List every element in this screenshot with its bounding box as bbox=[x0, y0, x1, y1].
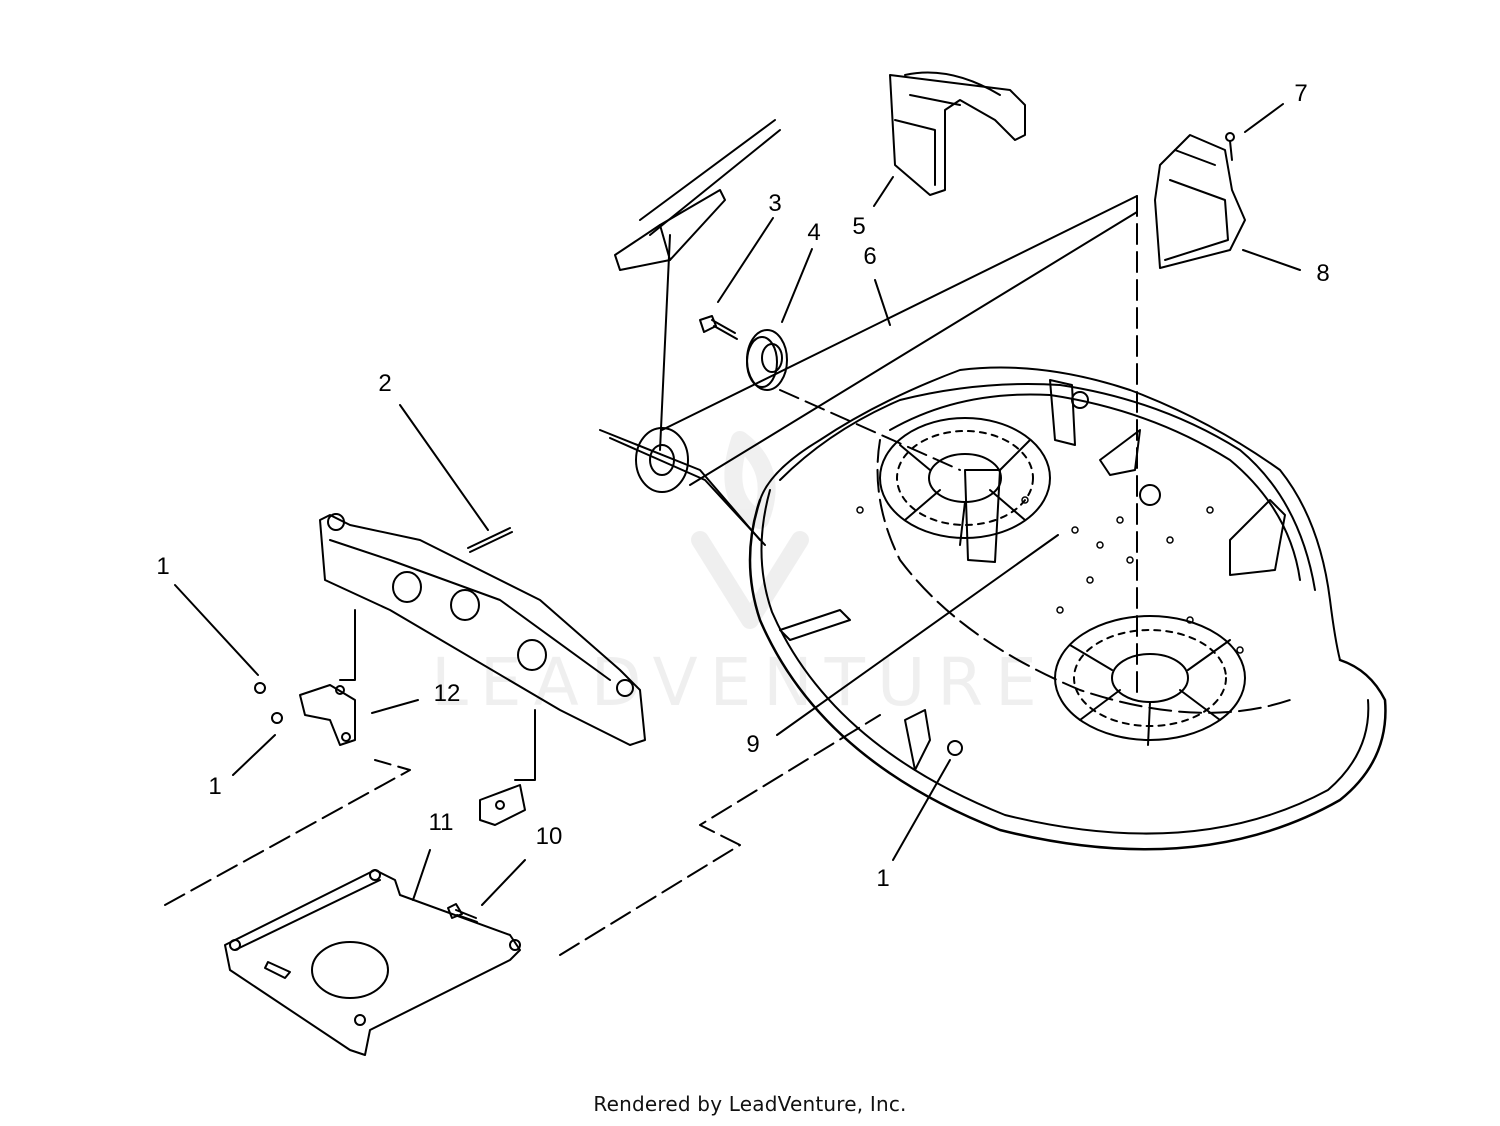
bolt-part-3 bbox=[699, 315, 738, 340]
pivot-bar-part-2 bbox=[319, 513, 646, 781]
callout-1: 1 bbox=[876, 865, 889, 892]
callout-12: 12 bbox=[434, 680, 461, 707]
assembly-lines bbox=[164, 714, 881, 956]
callout-labels: 1 1 1 2 3 4 5 6 7 8 9 10 11 12 bbox=[156, 80, 1329, 892]
base-plate-part-11 bbox=[224, 869, 521, 1056]
watermark-logo bbox=[691, 431, 809, 629]
callout-5: 5 bbox=[852, 213, 865, 240]
leader-lines bbox=[174, 103, 1301, 906]
callout-1: 1 bbox=[208, 773, 221, 800]
callout-4: 4 bbox=[807, 219, 820, 246]
screw-part-7 bbox=[1225, 132, 1235, 161]
watermark-text: LEADVENTURE bbox=[431, 644, 1049, 721]
chute-part-8 bbox=[1154, 134, 1246, 269]
callout-7: 7 bbox=[1294, 80, 1307, 107]
callout-3: 3 bbox=[768, 190, 781, 217]
bolt-part-10 bbox=[447, 903, 478, 923]
callout-2: 2 bbox=[378, 370, 391, 397]
callout-11: 11 bbox=[429, 809, 454, 836]
nut-part-1-group bbox=[254, 682, 283, 724]
credit-text: Rendered by LeadVenture, Inc. bbox=[593, 1092, 907, 1116]
callout-10: 10 bbox=[536, 823, 563, 850]
bracket-part-12 bbox=[299, 684, 526, 826]
callout-9: 9 bbox=[746, 731, 759, 758]
callout-6: 6 bbox=[863, 243, 876, 270]
belt-assembly bbox=[599, 119, 1138, 701]
pulley-part-4 bbox=[746, 329, 788, 391]
chute-part-5 bbox=[889, 71, 1026, 196]
mower-deck bbox=[748, 366, 1387, 851]
callout-1: 1 bbox=[156, 553, 169, 580]
callout-8: 8 bbox=[1316, 260, 1329, 287]
